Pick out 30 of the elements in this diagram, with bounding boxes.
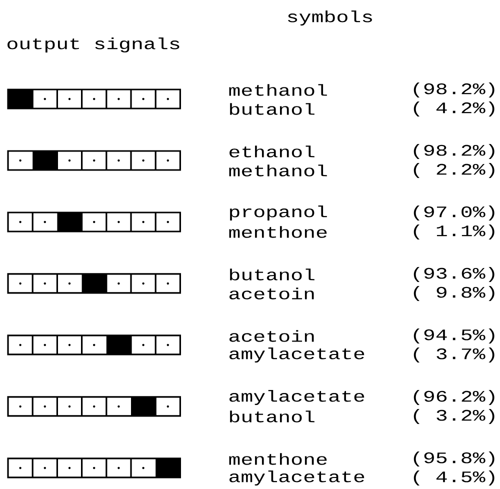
percentage: ( 2.2%) <box>414 163 494 178</box>
symbol-name: menthone <box>229 226 327 238</box>
percentage: (98.2%) <box>414 144 494 159</box>
percentage: (96.2%) <box>414 390 494 405</box>
percentage: (98.2%) <box>414 82 494 98</box>
percentage: ( 4.5%) <box>414 470 494 486</box>
symbol-name: butanol <box>230 103 314 115</box>
symbol-name: amylacetate <box>230 470 364 486</box>
percentage: ( 3.7%) <box>414 348 494 362</box>
symbol-name: menthone <box>229 453 327 465</box>
symbol-name: amylacetate <box>230 390 364 405</box>
symbol-name: amylacetate <box>230 348 364 362</box>
column-heading: output signals <box>8 38 180 52</box>
symbol-name: acetoin <box>230 288 314 300</box>
percentage: ( 4.2%) <box>414 102 494 116</box>
percentage: ( 9.8%) <box>414 286 494 301</box>
symbol-name: methanol <box>229 164 327 176</box>
percentage: (94.5%) <box>414 328 494 344</box>
percentage: ( 1.1%) <box>414 224 494 240</box>
symbol-name: ethanol <box>230 146 314 158</box>
percentage: (93.6%) <box>414 267 494 282</box>
symbol-name: acetoin <box>230 330 314 342</box>
symbol-name: propanol <box>230 206 327 220</box>
column-heading: symbols <box>288 10 372 26</box>
symbol-name: butanol <box>230 268 314 280</box>
percentage: (97.0%) <box>414 206 494 220</box>
symbol-name: methanol <box>229 84 327 96</box>
percentage: (95.8%) <box>414 452 494 466</box>
percentage: ( 3.2%) <box>414 409 494 424</box>
symbol-name: butanol <box>230 410 314 422</box>
